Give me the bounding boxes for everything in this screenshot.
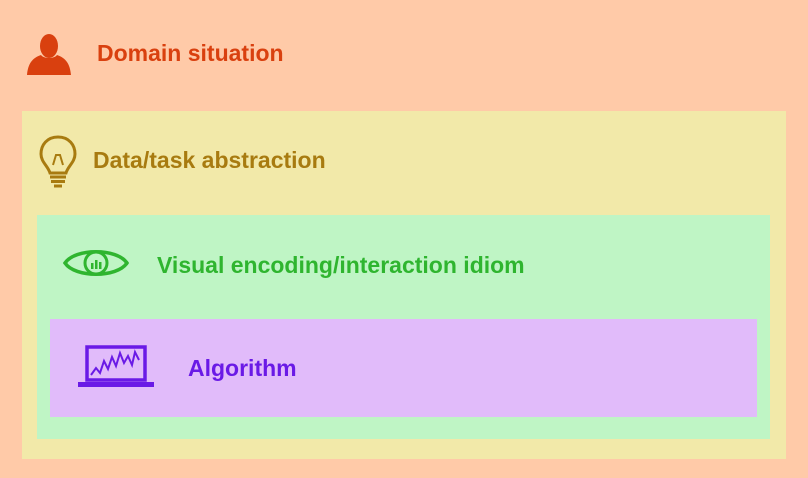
algorithm-label: Algorithm <box>188 355 297 381</box>
laptop-chart-icon <box>78 345 154 387</box>
person-icon <box>27 34 71 75</box>
visual-encoding-idiom-label: Visual encoding/interaction idiom <box>157 252 525 278</box>
algorithm-layer: Algorithm <box>50 319 757 417</box>
lightbulb-icon <box>39 135 77 188</box>
eye-icon <box>62 250 130 276</box>
domain-situation-label: Domain situation <box>97 40 284 66</box>
data-task-abstraction-label: Data/task abstraction <box>93 147 326 173</box>
